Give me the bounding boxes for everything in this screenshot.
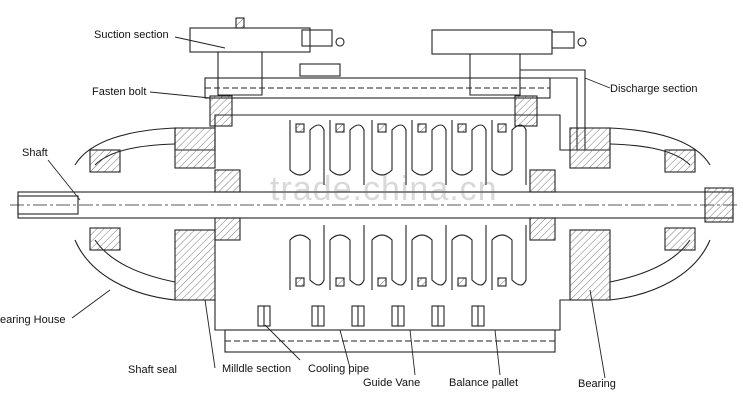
discharge-nozzle	[431, 29, 587, 150]
shaft-seal	[214, 169, 556, 241]
stage-upper-bolt-3	[377, 123, 387, 133]
stage-lower-bolt-6	[497, 277, 507, 287]
stage-lower-3	[371, 225, 407, 290]
stage-lower-5	[451, 225, 487, 290]
stage-upper-bolt-6	[497, 123, 507, 133]
label-fasten-bolt: Fasten bolt	[92, 86, 147, 98]
bearing-housing-left	[89, 127, 216, 301]
stage-upper-bolt-2	[335, 123, 345, 133]
stage-upper-bolt-4	[417, 123, 427, 133]
stage-upper-bolt-5	[457, 123, 467, 133]
stage-lower-bolt-3	[377, 277, 387, 287]
stage-upper-6	[491, 120, 527, 185]
stage-lower-4	[411, 225, 447, 290]
label-middle-section: Milldle section	[222, 363, 292, 375]
label-discharge-section: Discharge section	[610, 83, 698, 95]
label-cooling-pipe: Cooling pipe	[308, 363, 370, 375]
label-shaft-seal: Shaft seal	[128, 364, 177, 376]
stage-lower-bolt-4	[417, 277, 427, 287]
stage-lower-bolt-2	[335, 277, 345, 287]
label-bearing: Bearing	[578, 378, 616, 390]
watermark: trade.china.cn	[270, 170, 498, 208]
stage-lower-1	[289, 225, 325, 290]
label-shaft: Shaft	[22, 147, 48, 159]
stage-lower-bolt-1	[295, 277, 305, 287]
bottom-studs	[257, 305, 485, 327]
label-bearing-house: earing House	[0, 314, 66, 326]
stage-upper-5	[451, 120, 487, 185]
label-suction-section: Suction section	[94, 29, 169, 41]
stage-lower-2	[329, 225, 365, 290]
stage-upper-2	[329, 120, 365, 185]
stage-upper-4	[411, 120, 447, 185]
stages-lower	[289, 225, 527, 290]
label-balance-pallet: Balance pallet	[449, 377, 519, 389]
stage-upper-3	[371, 120, 407, 185]
leader-lines	[47, 36, 611, 379]
stages-upper	[289, 120, 527, 185]
shaft	[10, 187, 740, 223]
stage-lower-6	[491, 225, 527, 290]
stage-lower-bolt-5	[457, 277, 467, 287]
label-guide-vane: Guide Vane	[363, 377, 421, 389]
stage-upper-1	[289, 120, 325, 185]
bearing-housing-right	[569, 127, 696, 301]
suction-nozzle	[189, 17, 345, 96]
stage-upper-bolt-1	[295, 123, 305, 133]
casing-lower	[74, 239, 711, 353]
